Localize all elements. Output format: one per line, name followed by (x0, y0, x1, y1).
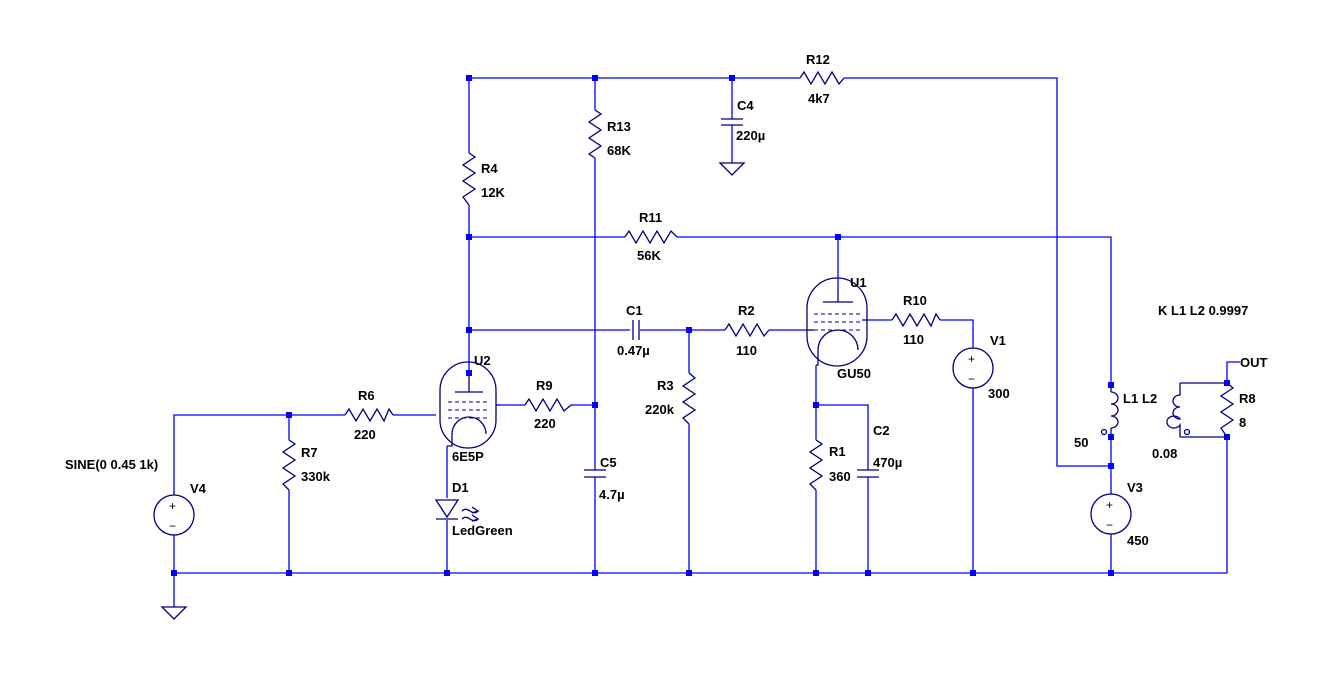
wire-feedback (469, 236, 1112, 385)
value-l2: 0.08 (1152, 446, 1177, 461)
wire-top-rail (469, 77, 1111, 467)
coupling-directive: K L1 L2 0.9997 (1158, 303, 1248, 318)
value-r12: 4k7 (808, 91, 830, 106)
label-r11: R11 (639, 210, 662, 225)
value-r3: 220k (645, 402, 675, 417)
tube-u1-symbol[interactable] (806, 277, 868, 367)
capacitor-c2-symbol[interactable] (857, 469, 879, 478)
resistor-r11-symbol[interactable] (624, 229, 678, 245)
value-r2: 110 (736, 343, 757, 358)
voltage-source-v1[interactable] (952, 347, 994, 389)
label-r9: R9 (536, 378, 553, 393)
resistor-r1-symbol[interactable] (808, 439, 824, 491)
resistor-r9-symbol[interactable] (524, 397, 572, 413)
v1-plus-icon: + (968, 352, 975, 366)
resistor-r2-symbol[interactable] (724, 322, 770, 338)
value-v3: 450 (1127, 533, 1149, 548)
v3-plus-icon: + (1106, 498, 1113, 512)
label-c2: C2 (873, 423, 890, 438)
wire-r10-v1 (865, 319, 974, 573)
v1-minus-icon: − (968, 372, 975, 386)
v4-minus-icon: − (169, 519, 176, 533)
value-c5: 4.7µ (599, 487, 625, 502)
resistor-r10-symbol[interactable] (891, 312, 941, 328)
net-label-out: OUT (1240, 355, 1268, 370)
value-u1: GU50 (837, 366, 871, 381)
wires (173, 77, 1240, 607)
value-r1: 360 (829, 469, 851, 484)
value-r9: 220 (534, 416, 556, 431)
label-r1: R1 (829, 444, 846, 459)
label-v4: V4 (190, 481, 207, 496)
value-c4: 220µ (736, 128, 765, 143)
capacitor-c1-symbol[interactable] (632, 320, 640, 340)
wire-c2 (816, 404, 869, 573)
value-r4: 12K (481, 185, 505, 200)
label-r13: R13 (607, 119, 631, 134)
label-c1: C1 (626, 303, 643, 318)
label-u1: U1 (850, 275, 867, 290)
resistor-r4-symbol[interactable] (461, 152, 477, 206)
v3-minus-icon: − (1106, 518, 1113, 532)
v4-plus-icon: + (169, 499, 176, 513)
value-r13: 68K (607, 143, 631, 158)
label-r6: R6 (358, 388, 375, 403)
label-v3: V3 (1127, 480, 1143, 495)
resistor-r13-symbol[interactable] (587, 109, 603, 159)
label-r7: R7 (301, 445, 318, 460)
value-l1: 50 (1074, 435, 1088, 450)
label-r12: R12 (806, 52, 830, 67)
capacitor-c5-symbol[interactable] (584, 469, 606, 478)
value-u2: 6E5P (452, 449, 484, 464)
value-d1: LedGreen (452, 523, 513, 538)
ground-c4-icon (718, 162, 746, 176)
wire-r8 (1226, 361, 1240, 573)
capacitor-c4-symbol[interactable] (721, 118, 743, 126)
value-v4: SINE(0 0.45 1k) (65, 457, 158, 472)
label-c5: C5 (600, 455, 617, 470)
label-v1: V1 (990, 333, 1006, 348)
label-r4: R4 (481, 161, 498, 176)
label-u2: U2 (474, 353, 491, 368)
label-l2: L2 (1142, 391, 1157, 406)
resistor-r7-symbol[interactable] (281, 439, 297, 491)
value-r7: 330k (301, 469, 331, 484)
voltage-source-v3[interactable] (1090, 492, 1132, 535)
label-c4: C4 (737, 98, 754, 113)
label-r10: R10 (903, 293, 927, 308)
value-r6: 220 (354, 427, 376, 442)
label-l1: L1 (1123, 391, 1138, 406)
resistor-r6-symbol[interactable] (344, 407, 394, 423)
label-d1: D1 (452, 480, 469, 495)
label-r2: R2 (738, 303, 755, 318)
inductor-l2-symbol[interactable] (1166, 382, 1227, 438)
junctions (171, 75, 1230, 576)
tube-u2-symbol[interactable] (439, 361, 500, 449)
voltage-source-v4[interactable] (153, 492, 195, 536)
resistor-r3-symbol[interactable] (681, 372, 697, 425)
value-c1: 0.47µ (617, 343, 650, 358)
label-r8: R8 (1239, 391, 1256, 406)
label-r3: R3 (657, 378, 674, 393)
inductor-l1-symbol[interactable] (1100, 385, 1119, 440)
value-c2: 470µ (873, 455, 902, 470)
value-v1: 300 (988, 386, 1010, 401)
value-r11: 56K (637, 248, 661, 263)
ground-v4-icon (160, 606, 188, 620)
resistor-r8-symbol[interactable] (1219, 382, 1235, 438)
value-r10: 110 (903, 332, 924, 347)
resistor-r12-symbol[interactable] (799, 70, 845, 86)
value-r8: 8 (1239, 415, 1246, 430)
led-d1-symbol[interactable] (434, 499, 480, 522)
